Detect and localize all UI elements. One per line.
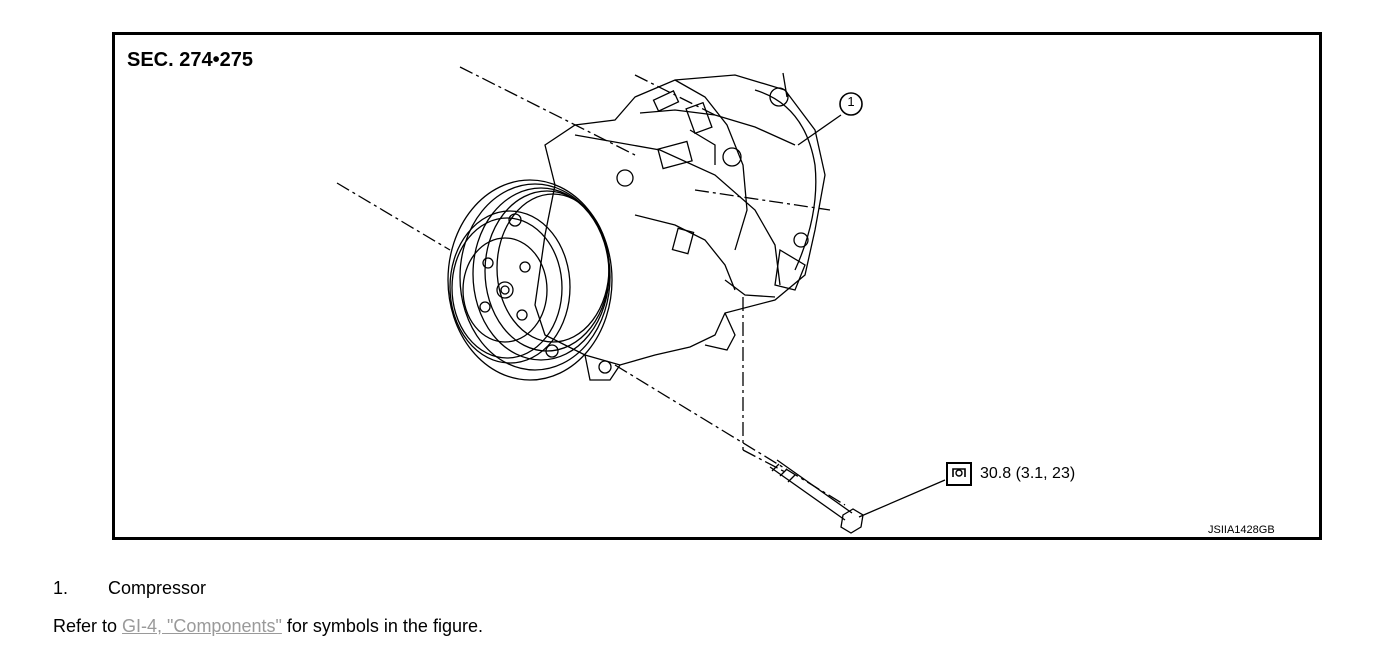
diagram-frame: SEC. 274•275 1 30.8 (3.1, 23) JSIIA1428G…	[112, 32, 1322, 540]
torque-wrench-icon	[946, 462, 972, 486]
section-label: SEC. 274•275	[127, 49, 253, 71]
note-prefix: Refer to	[53, 616, 123, 636]
callout-leader	[797, 114, 842, 146]
reference-note: Refer to GI-4, "Components" for symbols …	[53, 616, 483, 637]
mounting-bolt	[769, 459, 864, 534]
torque-leader	[858, 479, 946, 518]
clutch-pulley	[447, 179, 613, 381]
note-suffix: for symbols in the figure.	[281, 616, 483, 636]
torque-value: 30.8 (3.1, 23)	[980, 465, 1076, 482]
components-link[interactable]: GI-4, "Components"	[122, 616, 282, 636]
legend-number: 1.	[53, 578, 69, 598]
callout-circle	[839, 92, 863, 116]
image-code: JSIIA1428GB	[1208, 524, 1275, 536]
compressor-illustration	[336, 66, 972, 534]
legend-label: Compressor	[108, 578, 207, 598]
legend-item: 1. Compressor	[53, 578, 206, 599]
compressor-body	[534, 72, 826, 381]
callout-number: 1	[847, 94, 855, 109]
